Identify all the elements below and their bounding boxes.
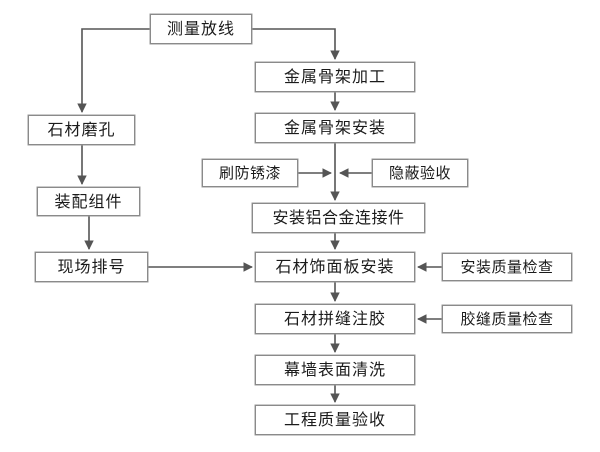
edge-survey-to-frame-fabrication <box>252 28 340 60</box>
node-label: 工程质量验收 <box>283 410 386 429</box>
node-stone-drilling[interactable]: 石材磨孔 <box>28 115 135 145</box>
node-sealant-quality-check[interactable]: 胶缝质量检查 <box>442 305 572 333</box>
node-label: 幕墙表面清洗 <box>283 360 386 379</box>
node-survey-setting-out[interactable]: 测量放线 <box>150 14 252 44</box>
node-metal-frame-fabrication[interactable]: 金属骨架加工 <box>255 62 415 92</box>
node-label: 隐蔽验收 <box>388 163 451 182</box>
node-stone-joint-sealing[interactable]: 石材拼缝注胶 <box>255 304 415 334</box>
node-curtain-wall-surface-cleaning[interactable]: 幕墙表面清洗 <box>255 355 415 385</box>
node-stone-panel-installation[interactable]: 石材饰面板安装 <box>255 252 415 282</box>
node-label: 石材拼缝注胶 <box>283 309 386 328</box>
edge-survey-to-stone-drilling <box>77 28 150 113</box>
node-label: 安装铝合金连接件 <box>272 208 405 227</box>
node-label: 刷防锈漆 <box>218 163 281 182</box>
node-installation-quality-check[interactable]: 安装质量检查 <box>442 253 572 281</box>
node-label: 安装质量检查 <box>460 257 554 276</box>
node-label: 石材磨孔 <box>47 120 116 139</box>
node-label: 石材饰面板安装 <box>275 257 395 276</box>
node-project-quality-acceptance[interactable]: 工程质量验收 <box>255 405 415 435</box>
node-label: 胶缝质量检查 <box>460 309 554 328</box>
node-site-numbering[interactable]: 现场排号 <box>35 252 148 282</box>
node-label: 测量放线 <box>166 19 235 38</box>
node-component-assembly[interactable]: 装配组件 <box>37 187 140 216</box>
node-aluminium-connector-installation[interactable]: 安装铝合金连接件 <box>252 203 425 233</box>
node-concealed-acceptance[interactable]: 隐蔽验收 <box>372 159 468 187</box>
node-label: 金属骨架安装 <box>283 118 386 137</box>
node-antirust-paint[interactable]: 刷防锈漆 <box>202 159 298 187</box>
node-label: 装配组件 <box>54 191 123 211</box>
node-metal-frame-installation[interactable]: 金属骨架安装 <box>255 113 415 143</box>
node-label: 金属骨架加工 <box>283 67 386 86</box>
node-label: 现场排号 <box>57 257 126 276</box>
